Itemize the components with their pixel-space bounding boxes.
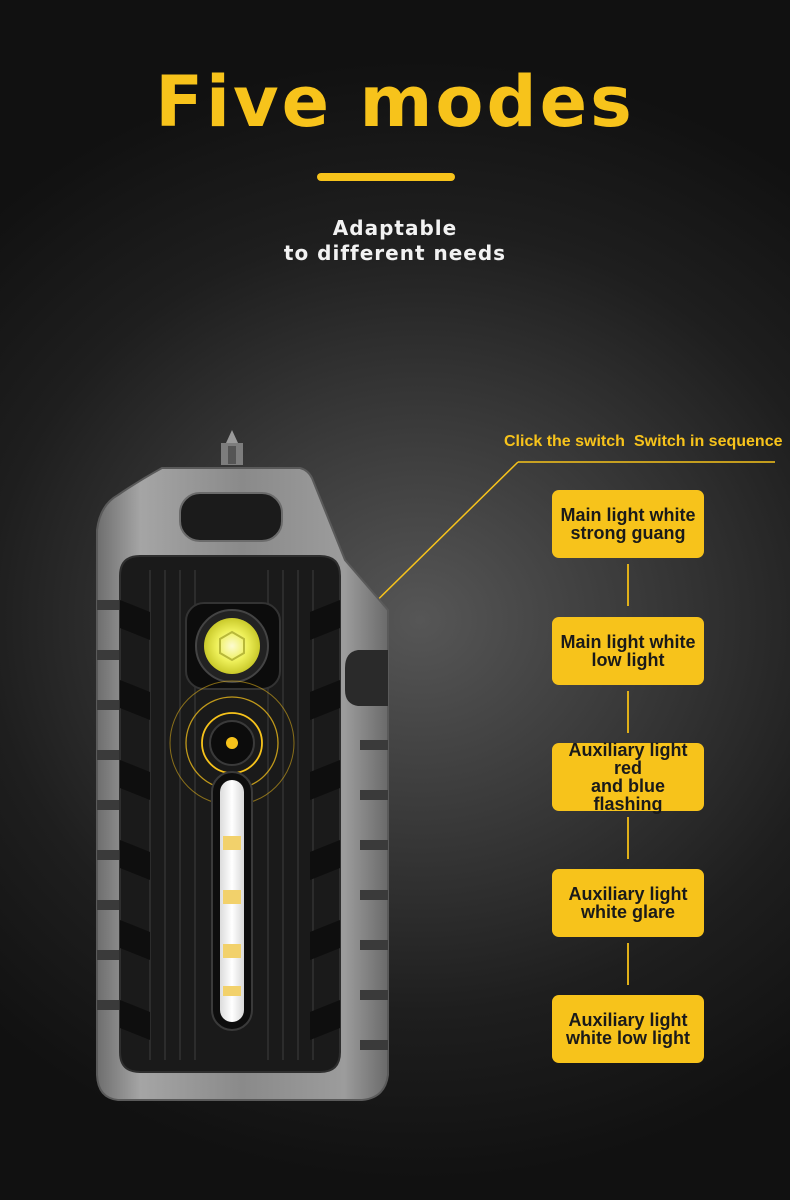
mode-3-line2: and blue flashing [590, 776, 665, 814]
mode-connector [627, 564, 629, 606]
title-underline [317, 173, 455, 181]
mode-4-box: Auxiliary light white glare [552, 869, 704, 937]
auxiliary-led-strip [211, 771, 253, 1031]
mode-connector [627, 817, 629, 859]
subtitle-line-2: to different needs [283, 241, 507, 265]
mode-3-box: Auxiliary light red and blue flashing [552, 740, 704, 814]
mode-2-line1: Main light white [560, 632, 696, 652]
mode-connector [627, 691, 629, 733]
grip-chevrons [120, 600, 340, 1040]
right-ridges [360, 740, 388, 1050]
mode-1-line1: Main light white [560, 505, 696, 525]
glass-breaker-pin [221, 430, 243, 465]
mode-5-line2: white low light [566, 1028, 690, 1048]
keyring-hole [179, 492, 283, 542]
mode-connector [627, 943, 629, 985]
switch-sequence-label: Switch in sequence [634, 433, 783, 450]
power-switch [209, 720, 255, 766]
left-ridges [97, 600, 123, 1010]
mode-1-line2: strong guang [570, 523, 686, 543]
mode-2-line2: low light [591, 650, 665, 670]
page-title: Five modes [155, 61, 635, 143]
mode-4-line1: Auxiliary light [568, 884, 688, 904]
mode-5-box: Auxiliary light white low light [552, 995, 704, 1063]
mode-4-line2: white glare [580, 902, 676, 922]
mode-5-line1: Auxiliary light [568, 1010, 688, 1030]
bottle-opener-notch [345, 650, 388, 706]
subtitle-line-1: Adaptable [332, 216, 458, 240]
mode-2-box: Main light white low light [552, 617, 704, 685]
mode-3-line1: Auxiliary light red [568, 740, 688, 778]
click-switch-label: Click the switch [504, 433, 625, 450]
mode-1-box: Main light white strong guang [552, 490, 704, 558]
main-lamp [185, 602, 281, 690]
